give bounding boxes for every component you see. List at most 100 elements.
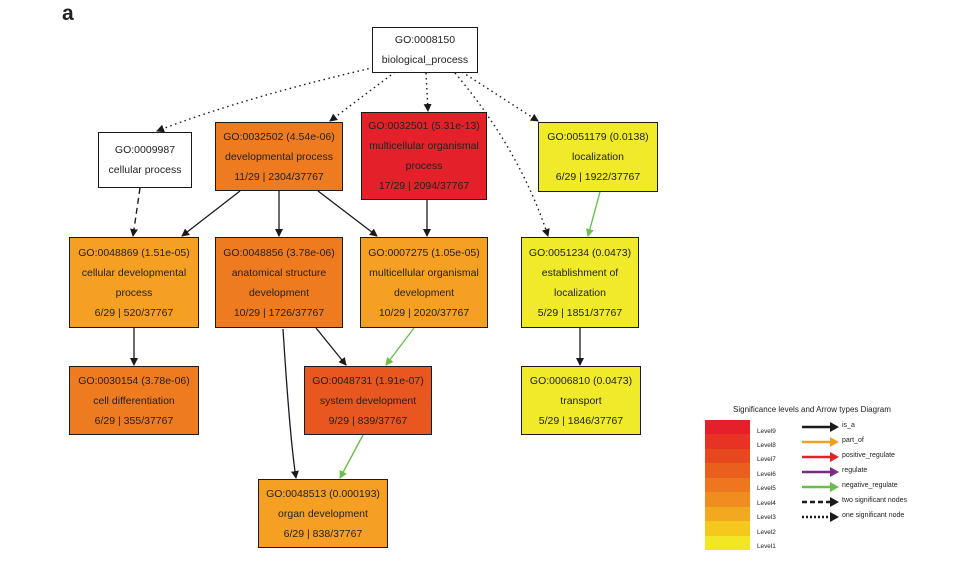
panel-label: a: [62, 2, 74, 25]
arrow-type-label: part_of: [842, 437, 864, 444]
node-id: GO:0051179 (0.0138): [547, 131, 649, 143]
node-term: multicellular organismal: [369, 266, 479, 279]
level-label: Level3: [757, 514, 776, 521]
node-localization: GO:0051179 (0.0138) localization 6/29 | …: [538, 122, 658, 192]
node-term: establishment of: [541, 266, 619, 279]
level-swatch: [705, 463, 750, 478]
level-swatch: [705, 506, 750, 522]
edge-bp-dp: [329, 71, 396, 122]
arrow-type-label: one significant node: [842, 512, 905, 519]
arrow-type-label: negative_regulate: [842, 482, 898, 489]
level-label: Level9: [757, 428, 776, 435]
node-transport: GO:0006810 (0.0473) transport 5/29 | 184…: [521, 366, 641, 435]
node-counts: 9/29 | 839/37767: [328, 414, 408, 427]
level-swatch: [705, 434, 750, 449]
node-multicellular-organismal-process: GO:0032501 (5.31e-13) multicellular orga…: [361, 112, 487, 200]
node-term-cont: process: [115, 286, 153, 299]
node-term-cont: development: [248, 286, 310, 299]
arrow-type-label: regulate: [842, 467, 868, 474]
node-id: GO:0007275 (1.05e-05): [368, 246, 480, 259]
node-counts: 10/29 | 2020/37767: [378, 306, 470, 319]
node-term: cellular process: [108, 164, 182, 176]
legend-color-scale: [705, 420, 750, 550]
node-cellular-developmental-process: GO:0048869 (1.51e-05) cellular developme…: [69, 237, 199, 328]
node-establishment-of-localization: GO:0051234 (0.0473) establishment of loc…: [521, 237, 639, 328]
level-label: Level4: [757, 500, 776, 507]
node-id: GO:0008150: [394, 34, 456, 46]
node-multicellular-organismal-development: GO:0007275 (1.05e-05) multicellular orga…: [360, 237, 488, 328]
node-counts: 17/29 | 2094/37767: [378, 180, 470, 192]
legend-title: Significance levels and Arrow types Diag…: [733, 405, 891, 414]
edge-asd-sd: [315, 327, 347, 366]
node-counts: 11/29 | 2304/37767: [234, 170, 324, 183]
level-swatch: [705, 535, 750, 550]
node-term: anatomical structure: [231, 266, 327, 279]
edge-dp-cdp: [181, 190, 241, 237]
arrow-type-label: is_a: [842, 422, 855, 429]
node-organ-development: GO:0048513 (0.000193) organ development …: [258, 479, 388, 548]
edge-dp-mod: [317, 190, 378, 237]
node-id: GO:0051234 (0.0473): [528, 246, 632, 259]
node-id: GO:0048856 (3.78e-06): [223, 246, 335, 259]
node-counts: 6/29 | 1922/37767: [555, 171, 641, 183]
arrow-type-negative-regulate: negative_regulate: [800, 481, 940, 493]
edge-cp-cdp: [130, 187, 141, 237]
edge-mod-sd: [385, 327, 415, 366]
level-swatch: [705, 448, 750, 464]
node-term: transport: [560, 394, 602, 407]
node-biological-process: GO:0008150 biological_process: [372, 27, 478, 73]
edge-bp-loc: [461, 71, 539, 122]
node-counts: 6/29 | 838/37767: [283, 527, 363, 540]
edge-sd-od: [339, 434, 364, 479]
arrow-type-two-significant-nodes: two significant nodes: [800, 496, 940, 508]
level-label: Level5: [757, 485, 776, 492]
node-id: GO:0032502 (4.54e-06): [223, 130, 335, 143]
arrow-type-part-of: part_of: [800, 436, 940, 448]
node-counts: 6/29 | 355/37767: [94, 414, 174, 427]
node-developmental-process: GO:0032502 (4.54e-06) developmental proc…: [215, 122, 343, 191]
node-system-development: GO:0048731 (1.91e-07) system development…: [304, 366, 432, 435]
node-id: GO:0048513 (0.000193): [266, 487, 380, 500]
edge-bp-cp: [156, 61, 399, 133]
node-term-cont: process: [405, 160, 443, 172]
node-id: GO:0032501 (5.31e-13): [368, 120, 480, 132]
node-counts: 5/29 | 1846/37767: [538, 414, 624, 427]
level-swatch: [705, 521, 750, 536]
edge-loc-eol: [585, 191, 601, 237]
node-term: developmental process: [225, 150, 333, 163]
arrow-type-label: positive_regulate: [842, 452, 895, 459]
arrow-type-one-significant-node: one significant node: [800, 511, 940, 523]
node-term: system development: [319, 394, 417, 407]
node-term: biological_process: [381, 54, 469, 66]
node-cellular-process: GO:0009987 cellular process: [98, 132, 192, 188]
level-label: Level6: [757, 471, 776, 478]
level-label: Level1: [757, 543, 776, 550]
node-term: multicellular organismal: [369, 140, 479, 152]
node-cell-differentiation: GO:0030154 (3.78e-06) cell differentiati…: [69, 366, 199, 435]
legend: Significance levels and Arrow types Diag…: [705, 405, 935, 555]
node-counts: 6/29 | 520/37767: [94, 306, 174, 319]
node-id: GO:0030154 (3.78e-06): [78, 374, 190, 387]
node-counts: 5/29 | 1851/37767: [537, 306, 623, 319]
node-counts: 10/29 | 1726/37767: [233, 306, 325, 319]
node-id: GO:0006810 (0.0473): [529, 374, 633, 387]
level-label: Level2: [757, 529, 776, 536]
level-swatch: [705, 420, 750, 435]
edge-asd-od: [282, 328, 299, 479]
level-label: Level8: [757, 442, 776, 449]
node-id: GO:0048731 (1.91e-07): [312, 374, 424, 387]
arrow-type-regulate: regulate: [800, 466, 940, 478]
node-term: organ development: [278, 507, 368, 520]
edge-bp-mop: [423, 72, 432, 112]
arrow-type-positive-regulate: positive_regulate: [800, 451, 940, 463]
node-term: cellular developmental: [81, 266, 187, 279]
node-anatomical-structure-development: GO:0048856 (3.78e-06) anatomical structu…: [215, 237, 343, 328]
node-id: GO:0048869 (1.51e-05): [78, 246, 190, 259]
arrow-type-label: two significant nodes: [842, 497, 907, 504]
level-label: Level7: [757, 456, 776, 463]
level-swatch: [705, 477, 750, 493]
node-term: localization: [572, 151, 624, 163]
node-id: GO:0009987: [114, 144, 176, 156]
node-term-cont: development: [393, 286, 455, 299]
